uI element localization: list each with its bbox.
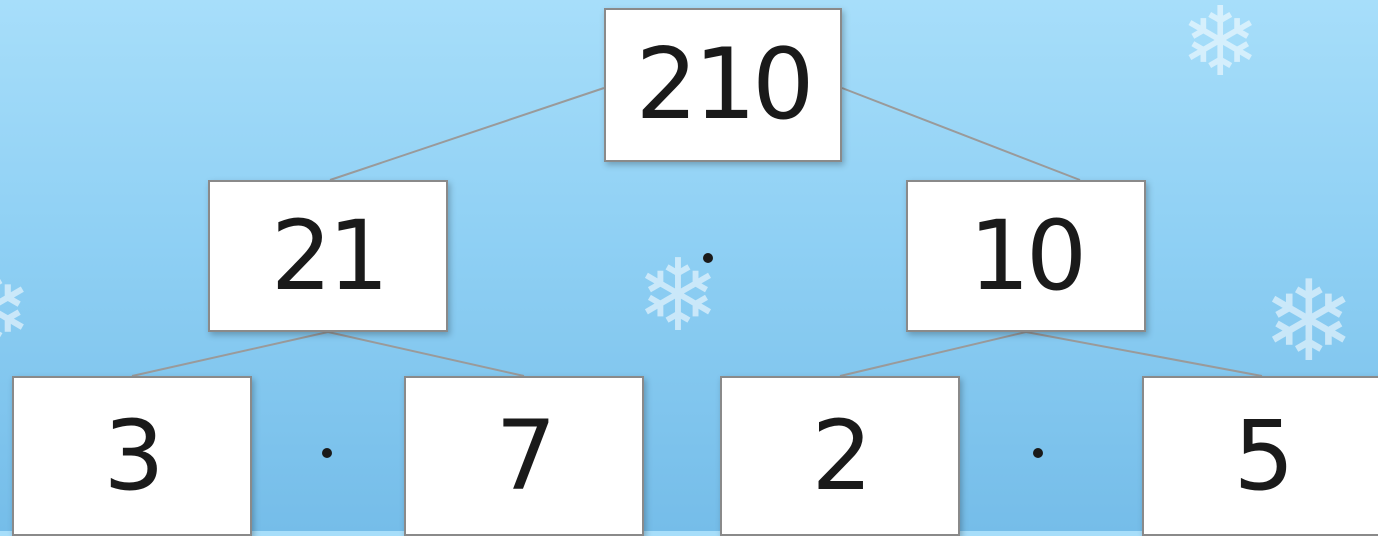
prime-factor-4: 5 [1233,400,1290,512]
prime-factor-box-2: 7 [404,376,644,536]
edge-root-right [842,88,1080,180]
left-factor: 21 [271,200,385,312]
prime-factor-box-3: 2 [720,376,960,536]
prime-factor-box-4: 5 [1142,376,1378,536]
left-factor-box: 21 [208,180,448,332]
multiplication-dot-left [322,448,332,458]
right-factor-box: 10 [906,180,1146,332]
edge-root-left [330,88,604,180]
prime-factor-1: 3 [103,400,160,512]
edge-right-b4 [1026,332,1262,376]
multiplication-dot-right [1033,448,1043,458]
edge-right-b3 [840,332,1026,376]
multiplication-dot-middle [703,253,713,263]
root-number-box: 210 [604,8,842,162]
edge-left-b2 [328,332,524,376]
root-number: 210 [635,28,810,142]
right-factor: 10 [969,200,1083,312]
prime-factor-3: 2 [811,400,868,512]
prime-factor-2: 7 [495,400,552,512]
edge-left-b1 [132,332,328,376]
prime-factor-box-1: 3 [12,376,252,536]
